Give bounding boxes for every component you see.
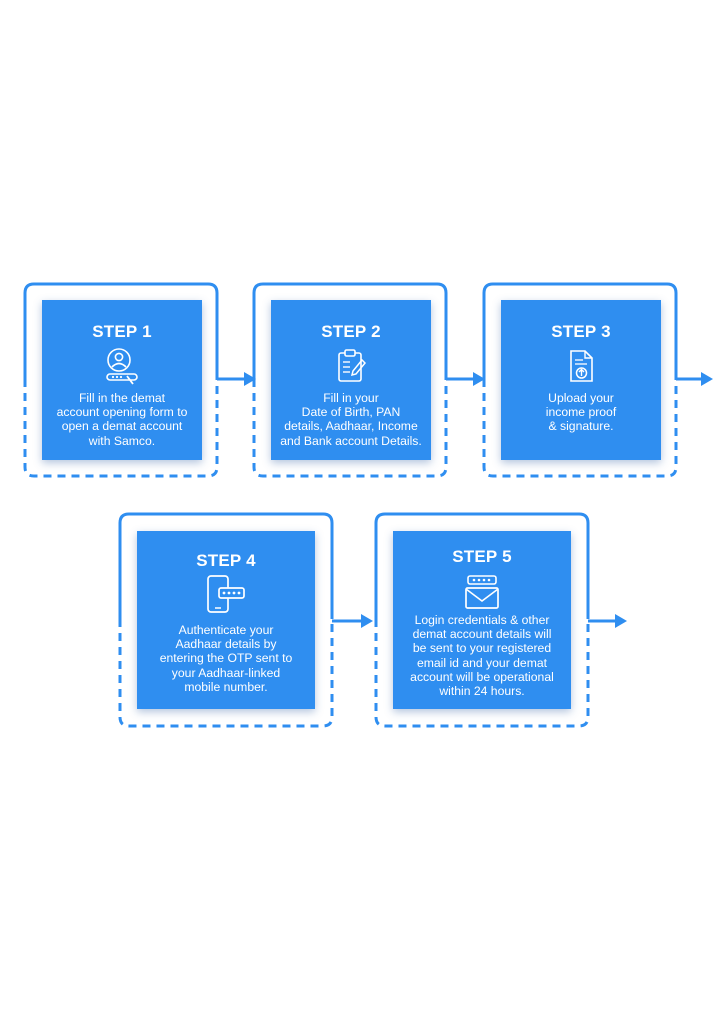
step-3-frame bbox=[482, 282, 678, 478]
step-description: Fill in the demat account opening form t… bbox=[56, 391, 188, 448]
step-1-card: STEP 1 Fill in the demat account opening… bbox=[42, 300, 202, 460]
step-4-frame bbox=[118, 512, 334, 728]
step-description: Upload your income proof & signature. bbox=[545, 391, 617, 434]
arrow-right-icon bbox=[217, 372, 256, 386]
step-description: Login credentials & other demat account … bbox=[410, 613, 554, 699]
step-5-frame bbox=[374, 512, 590, 728]
step-5-card: STEP 5 Login credentials & other demat a… bbox=[393, 531, 571, 709]
step-2-card: STEP 2 Fill in your Date of Birth, PAN d… bbox=[271, 300, 431, 460]
document-upload-icon bbox=[570, 350, 593, 382]
clipboard-form-icon bbox=[338, 349, 366, 382]
arrow-right-icon bbox=[676, 372, 713, 386]
arrow-right-icon bbox=[332, 614, 373, 628]
step-title: STEP 2 bbox=[321, 322, 381, 341]
step-1-frame bbox=[23, 282, 219, 478]
step-frame-outline bbox=[118, 512, 334, 728]
step-frame-outline bbox=[23, 282, 219, 478]
step-title: STEP 4 bbox=[196, 551, 256, 570]
step-4-card: STEP 4 Authenticate your Aadhaar details… bbox=[137, 531, 315, 709]
step-title: STEP 3 bbox=[551, 322, 611, 341]
step-2-frame bbox=[252, 282, 448, 478]
step-description: Authenticate your Aadhaar details by ent… bbox=[159, 623, 293, 694]
step-frame-outline bbox=[252, 282, 448, 478]
arrow-right-icon bbox=[588, 614, 627, 628]
step-description: Fill in your Date of Birth, PAN details,… bbox=[280, 391, 422, 448]
step-frame-outline bbox=[374, 512, 590, 728]
step-title: STEP 1 bbox=[92, 322, 152, 341]
step-frame-outline bbox=[482, 282, 678, 478]
arrow-right-icon bbox=[446, 372, 485, 386]
step-title: STEP 5 bbox=[452, 547, 512, 566]
user-form-icon bbox=[106, 348, 138, 385]
mobile-otp-icon bbox=[207, 575, 245, 613]
step-3-card: STEP 3 Upload your income proof & signat… bbox=[501, 300, 661, 460]
email-password-icon bbox=[465, 575, 499, 609]
